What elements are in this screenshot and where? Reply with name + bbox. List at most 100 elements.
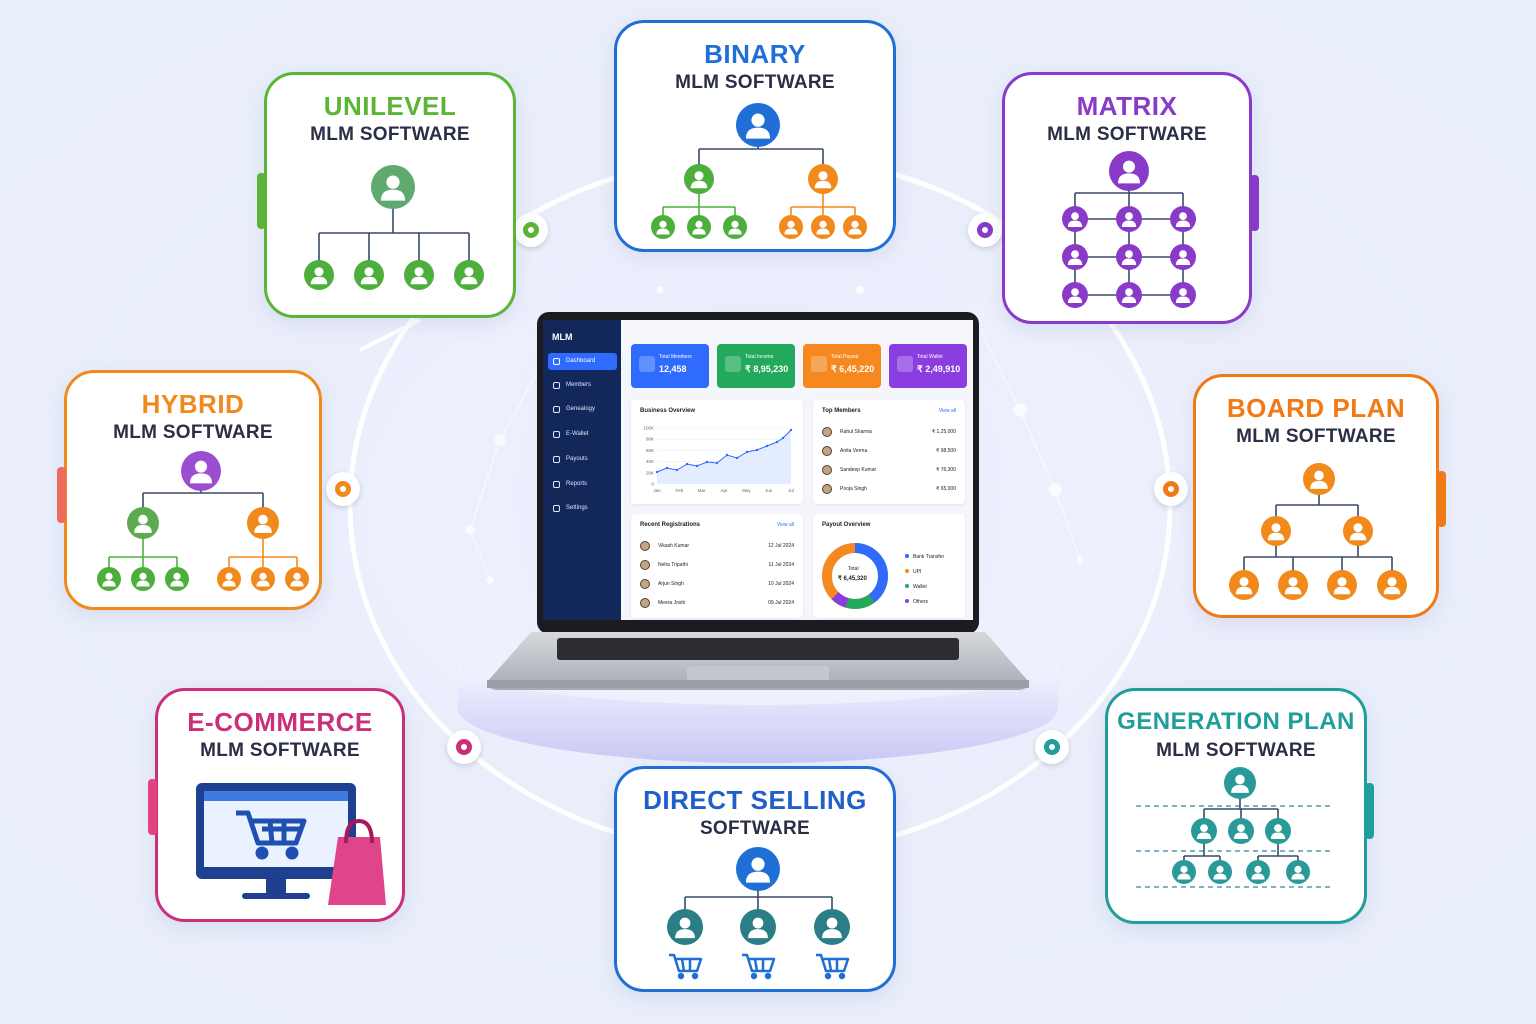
person-icon	[97, 567, 121, 591]
card-tab	[148, 779, 157, 835]
card-title: MATRIX	[1076, 91, 1178, 121]
card-matrix: MATRIX MLM SOFTWARE	[1002, 72, 1259, 324]
business-overview-title: Business Overview	[640, 408, 696, 414]
person-icon	[1229, 570, 1259, 600]
person-icon	[1377, 570, 1407, 600]
recent-registrations-panel: Recent Registrations View all Vikash Kum…	[631, 514, 803, 618]
person-icon	[808, 164, 838, 194]
members-icon	[553, 382, 560, 389]
card-subtitle: MLM SOFTWARE	[113, 422, 273, 443]
payout-total-label: Total	[848, 566, 859, 572]
card-subtitle: MLM SOFTWARE	[1236, 426, 1396, 447]
nav-reports[interactable]: Reports	[548, 476, 617, 493]
data-point	[685, 462, 689, 466]
person-icon	[1191, 818, 1217, 844]
top-members-title: Top Members	[822, 408, 861, 414]
wallet-icon	[811, 356, 827, 372]
cart-icon	[669, 953, 703, 980]
matrix-tree-icon	[1062, 151, 1196, 308]
nav-payouts[interactable]: Payouts	[548, 451, 617, 468]
card-direct-selling: DIRECT SELLING SOFTWARE	[614, 766, 896, 992]
avatar	[822, 446, 832, 456]
board-tree-icon	[1229, 463, 1407, 600]
data-point	[695, 464, 699, 468]
payout-overview-title: Payout Overview	[822, 522, 871, 528]
connector-hybrid	[326, 472, 360, 506]
card-hybrid: HYBRID MLM SOFTWARE	[57, 370, 322, 610]
avatar	[640, 579, 650, 589]
connector-unilevel	[514, 213, 548, 247]
nav-e-wallet[interactable]: E-Wallet	[548, 426, 617, 443]
top-member-row: Sandeep Kumar₹ 76,300	[822, 464, 956, 476]
person-icon	[740, 909, 776, 945]
person-icon	[1170, 282, 1196, 308]
card-title: BINARY	[704, 39, 806, 69]
person-icon	[404, 260, 434, 290]
card-binary: BINARY MLM SOFTWARE	[614, 20, 896, 252]
person-icon	[354, 260, 384, 290]
avatar	[822, 427, 832, 437]
legend-item: UPI	[905, 565, 944, 580]
person-icon	[1062, 244, 1088, 270]
recent-registrations-title: Recent Registrations	[640, 522, 701, 528]
home-icon	[553, 358, 560, 365]
card-title: HYBRID	[141, 389, 245, 419]
person-icon	[304, 260, 334, 290]
person-icon	[181, 451, 221, 491]
nav-genealogy[interactable]: Genealogy	[548, 401, 617, 418]
person-icon	[127, 507, 159, 539]
nav-dashboard[interactable]: Dashboard	[548, 353, 617, 370]
person-icon	[371, 165, 415, 209]
data-point	[755, 448, 759, 452]
unilevel-tree-icon	[304, 165, 484, 290]
card-ecommerce: E-COMMERCE MLM SOFTWARE	[148, 688, 405, 922]
card-generation-plan: GENERATION PLAN MLM SOFTWARE	[1105, 688, 1374, 924]
genealogy-icon	[553, 406, 560, 413]
stat-total-income: Total Income₹ 8,95,230	[717, 344, 795, 388]
person-icon	[1228, 818, 1254, 844]
hybrid-tree-icon	[97, 451, 309, 591]
person-icon	[1224, 767, 1256, 799]
data-point	[655, 470, 659, 474]
direct-selling-tree-icon	[667, 847, 850, 980]
top-members-view-all-link[interactable]: View all	[938, 408, 956, 414]
person-icon	[251, 567, 275, 591]
card-title: UNILEVEL	[323, 91, 457, 121]
payouts-icon	[553, 456, 560, 463]
person-icon	[1116, 282, 1142, 308]
data-point	[705, 460, 709, 464]
dashboard-sidebar: MLM Dashboard Members Genealogy E-Wallet…	[543, 320, 621, 620]
connector-generation	[1035, 730, 1069, 764]
person-icon	[1172, 860, 1196, 884]
top-member-row: Rahul Sharma₹ 1,25,000	[822, 426, 956, 438]
card-title: BOARD PLAN	[1226, 393, 1406, 423]
x-tick-label: Jul	[788, 488, 794, 493]
card-unilevel: UNILEVEL MLM SOFTWARE	[257, 72, 516, 318]
nav-members[interactable]: Members	[548, 377, 617, 394]
person-icon	[247, 507, 279, 539]
person-icon	[165, 567, 189, 591]
ecommerce-illustration	[196, 783, 386, 905]
top-member-row: Anita Verma₹ 98,500	[822, 445, 956, 457]
top-members-panel: Top Members View all Rahul Sharma₹ 1,25,…	[813, 400, 965, 504]
card-tab	[257, 173, 266, 229]
person-icon	[684, 164, 714, 194]
nav-settings[interactable]: Settings	[548, 500, 617, 517]
person-icon	[1109, 151, 1149, 191]
card-tab	[1365, 783, 1374, 839]
recent-registrations-view-all-link[interactable]: View all	[776, 522, 794, 528]
person-icon	[1208, 860, 1232, 884]
person-icon	[1062, 206, 1088, 232]
data-point	[725, 453, 729, 457]
legend-item: Wallet	[905, 580, 944, 595]
person-icon	[217, 567, 241, 591]
card-tab	[1437, 471, 1446, 527]
card-title: DIRECT SELLING	[643, 785, 867, 815]
person-icon	[843, 215, 867, 239]
person-icon	[1278, 570, 1308, 600]
